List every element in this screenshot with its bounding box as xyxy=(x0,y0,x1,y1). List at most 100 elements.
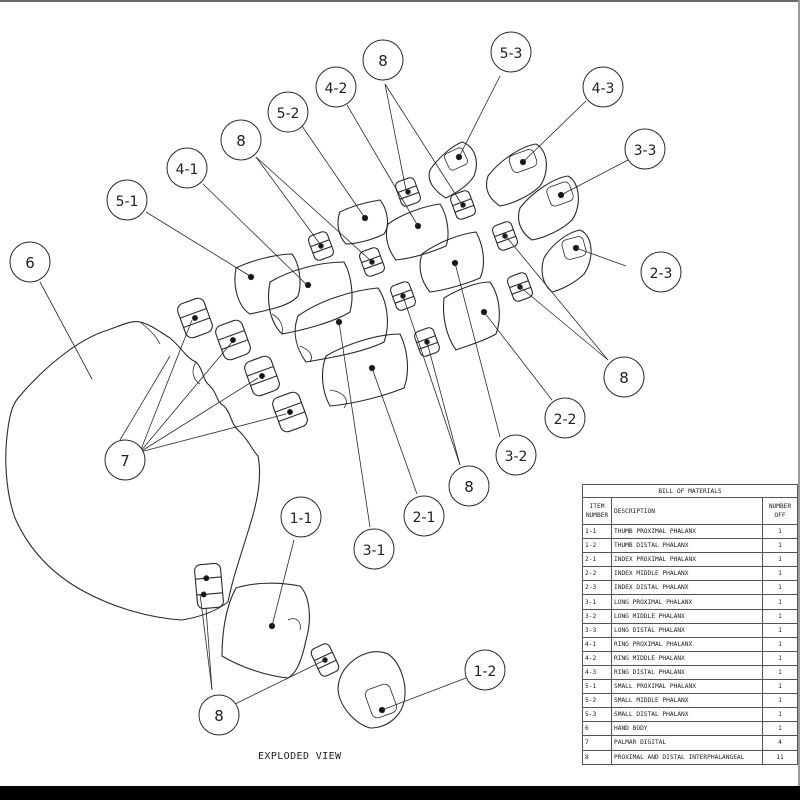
callout-8-e: 8 xyxy=(198,694,240,736)
bom-cell-item: 2-3 xyxy=(582,580,612,596)
callout-5-3-label: 5-3 xyxy=(500,46,523,62)
callout-5-3: 5-3 xyxy=(490,31,532,73)
bom-cell-description: PALMAR DIGITAL xyxy=(611,735,763,751)
bom-cell-count: 1 xyxy=(762,650,798,666)
bom-cell-count: 1 xyxy=(762,608,798,624)
bom-cell-count: 1 xyxy=(762,721,798,737)
bom-cell-item: 3-3 xyxy=(582,622,612,638)
bom-cell-count: 1 xyxy=(762,636,798,652)
callout-2-3-label: 2-3 xyxy=(650,266,673,282)
callout-5-1: 5-1 xyxy=(106,179,148,221)
callout-1-1: 1-1 xyxy=(280,496,322,538)
bom-cell-item: 4-3 xyxy=(582,664,612,681)
bom-cell-count: 11 xyxy=(762,749,798,765)
callout-1-2: 1-2 xyxy=(464,649,506,691)
bom-cell-item: 1-1 xyxy=(582,523,612,540)
bom-cell-description: SMALL MIDDLE PHALANX xyxy=(611,693,763,709)
small-distal-phalanx xyxy=(428,141,477,199)
palmar-joint xyxy=(177,297,213,339)
callout-8-b: 8 xyxy=(362,39,404,81)
leader-lines xyxy=(39,75,629,711)
bom-cell-description: INDEX MIDDLE PHALANX xyxy=(611,566,763,582)
palmar-joint xyxy=(215,319,251,361)
bom-cell-item: 6 xyxy=(582,721,612,737)
interphalangeal-joint xyxy=(395,177,421,207)
bom-cell-description: LONG DISTAL PHALANX xyxy=(611,622,763,638)
bom-cell-count: 1 xyxy=(762,707,798,723)
bom-cell-description: LONG MIDDLE PHALANX xyxy=(611,608,763,624)
bom-cell-count: 1 xyxy=(762,523,798,540)
index-proximal-phalanx xyxy=(321,333,409,409)
bom-cell-description: RING PROXIMAL PHALANX xyxy=(611,636,763,652)
interphalangeal-joint xyxy=(194,562,224,610)
ring-proximal-phalanx xyxy=(267,261,353,335)
thumb-distal-phalanx xyxy=(337,651,406,729)
callout-2-1: 2-1 xyxy=(403,495,445,537)
sheet-right-border xyxy=(798,0,800,786)
callout-8-e-label: 8 xyxy=(214,707,224,725)
callout-5-2: 5-2 xyxy=(267,91,309,133)
index-middle-phalanx xyxy=(442,281,500,351)
interphalangeal-joint xyxy=(308,231,334,261)
interphalangeal-joint xyxy=(507,272,533,302)
bom-cell-item: 2-2 xyxy=(582,566,612,582)
bom-cell-description: THUMB DISTAL PHALANX xyxy=(611,538,763,554)
sheet-top-border xyxy=(0,0,800,2)
palmar-joints-group xyxy=(177,297,308,433)
sheet-bottom-bar xyxy=(0,786,800,800)
callout-2-1-label: 2-1 xyxy=(413,510,436,526)
callout-1-1-label: 1-1 xyxy=(290,511,313,527)
ring-middle-phalanx xyxy=(385,203,449,261)
bom-cell-item: 5-3 xyxy=(582,707,612,723)
callout-4-1-label: 4-1 xyxy=(176,162,199,178)
small-proximal-phalanx xyxy=(234,253,301,315)
bom-cell-item: 5-1 xyxy=(582,679,612,695)
ring-distal-phalanx xyxy=(485,143,547,207)
callout-3-3: 3-3 xyxy=(624,128,666,170)
callout-2-2: 2-2 xyxy=(544,397,586,439)
bom-cell-count: 4 xyxy=(762,735,798,751)
long-distal-phalanx xyxy=(517,175,579,241)
callout-2-2-label: 2-2 xyxy=(554,412,577,428)
callout-5-1-label: 5-1 xyxy=(116,194,139,210)
callout-3-2-label: 3-2 xyxy=(505,449,528,465)
callout-3-1-label: 3-1 xyxy=(363,543,386,559)
interphalangeal-joint xyxy=(359,247,385,277)
callout-7-label: 7 xyxy=(120,452,130,470)
callout-8-c: 8 xyxy=(603,356,645,398)
callout-8-b-label: 8 xyxy=(378,52,388,70)
bom-cell-item: 7 xyxy=(582,735,612,751)
callout-8-a-label: 8 xyxy=(236,132,246,150)
callout-8-d-label: 8 xyxy=(464,478,474,496)
bom-cell-item: 4-1 xyxy=(582,636,612,652)
callout-8-d: 8 xyxy=(448,465,490,507)
index-distal-phalanx xyxy=(541,229,592,293)
callout-4-3: 4-3 xyxy=(582,66,624,108)
bom-cell-description: HAND BODY xyxy=(611,721,763,737)
bom-cell-description: INDEX PROXIMAL PHALANX xyxy=(611,552,763,568)
exploded-view-caption: EXPLODED VIEW xyxy=(258,751,342,762)
callout-8-a: 8 xyxy=(220,119,262,161)
long-proximal-phalanx xyxy=(294,287,388,363)
callout-5-2-label: 5-2 xyxy=(277,106,300,122)
callout-6: 6 xyxy=(9,241,51,283)
callout-4-2: 4-2 xyxy=(315,66,357,108)
hand-body-part xyxy=(5,321,261,621)
interphalangeal-joints-group xyxy=(194,177,533,677)
bom-cell-count: 1 xyxy=(762,566,798,582)
thumb-proximal-phalanx xyxy=(221,582,310,679)
bom-cell-item: 3-1 xyxy=(582,594,612,610)
bom-header-item: ITEM NUMBER xyxy=(582,497,612,525)
bom-cell-count: 1 xyxy=(762,552,798,568)
interphalangeal-joint xyxy=(310,643,340,677)
bom-cell-description: LONG PROXIMAL PHALANX xyxy=(611,594,763,610)
bom-cell-description: THUMB PROXIMAL PHALANX xyxy=(611,523,763,540)
